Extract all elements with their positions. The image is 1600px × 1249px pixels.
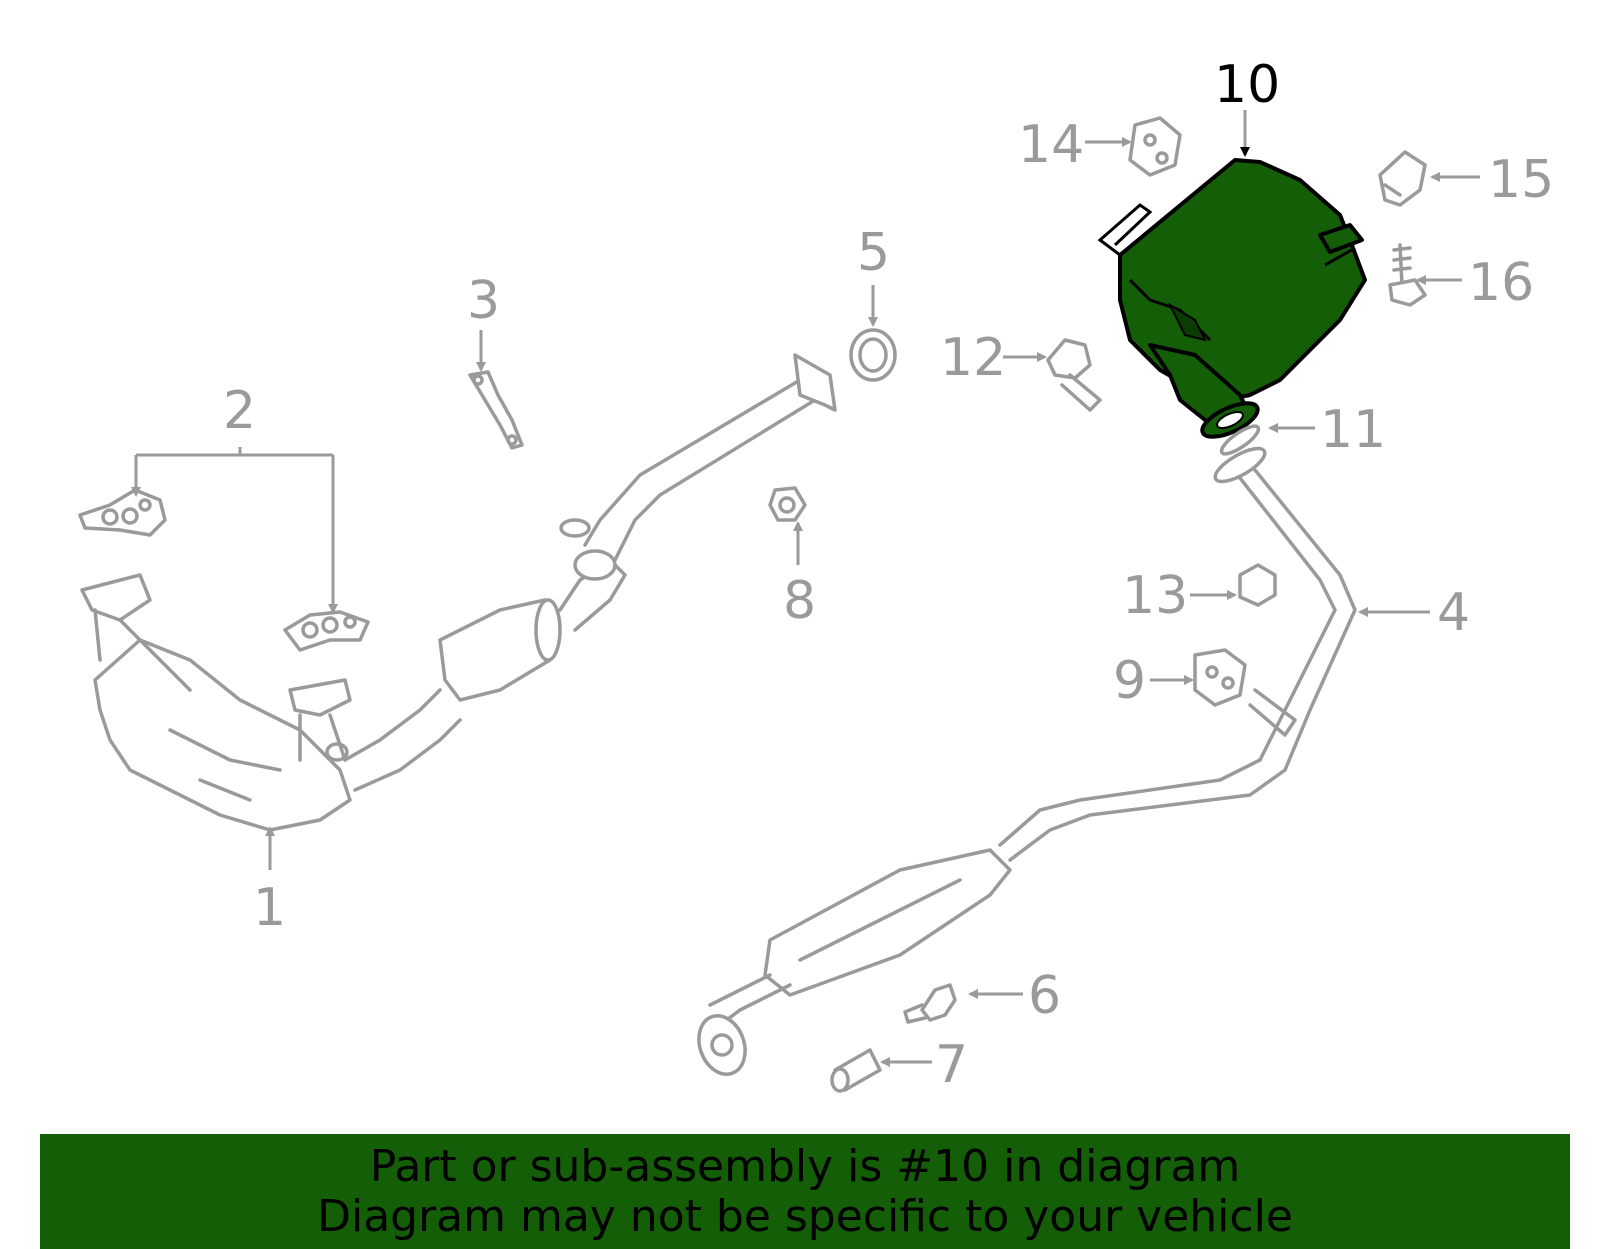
part-14-hanger bbox=[1128, 116, 1182, 177]
banner-line-2: Diagram may not be specific to your vehi… bbox=[317, 1191, 1293, 1242]
part-info-banner: Part or sub-assembly is #10 in diagram D… bbox=[40, 1134, 1570, 1249]
bracket-2 bbox=[134, 447, 335, 612]
part-13-nut bbox=[1238, 563, 1277, 607]
callout-6: 6 bbox=[1028, 966, 1061, 1026]
leader-arrows bbox=[131, 110, 1480, 1067]
callout-4: 4 bbox=[1437, 583, 1470, 643]
callout-14: 14 bbox=[1018, 115, 1084, 175]
callout-13: 13 bbox=[1122, 566, 1188, 626]
callout-12: 12 bbox=[940, 328, 1006, 388]
part-16-bolt bbox=[1388, 243, 1427, 307]
part-9-hanger bbox=[1193, 648, 1247, 707]
callout-15: 15 bbox=[1488, 150, 1554, 210]
part-6-bolt bbox=[903, 983, 957, 1024]
callout-3: 3 bbox=[467, 271, 500, 331]
callout-11: 11 bbox=[1320, 400, 1386, 460]
part-4-center-pipe bbox=[697, 446, 1357, 1076]
part-3-bracket bbox=[468, 370, 524, 450]
banner-line-1: Part or sub-assembly is #10 in diagram bbox=[369, 1141, 1241, 1192]
part-1-manifold-assembly bbox=[80, 353, 837, 832]
callout-5: 5 bbox=[857, 223, 890, 283]
callout-7: 7 bbox=[935, 1035, 968, 1095]
part-15-hanger bbox=[1378, 150, 1427, 207]
callout-9: 9 bbox=[1113, 651, 1146, 711]
part-8-nut bbox=[768, 486, 807, 522]
callout-2: 2 bbox=[223, 381, 256, 441]
callout-10: 10 bbox=[1214, 55, 1280, 115]
part-11-gasket-ring bbox=[1219, 424, 1261, 456]
callout-8: 8 bbox=[783, 571, 816, 631]
part-10-muffler bbox=[1097, 158, 1367, 439]
part-2-gaskets bbox=[78, 488, 370, 652]
callout-1: 1 bbox=[253, 878, 286, 938]
part-7-stud bbox=[830, 1048, 882, 1093]
part-12-bolt bbox=[1046, 338, 1102, 412]
callout-16: 16 bbox=[1468, 253, 1534, 313]
callout-labels: 1 2 3 4 5 6 7 8 9 10 11 12 13 14 15 16 bbox=[223, 55, 1554, 1095]
part-5-ring-gasket bbox=[849, 328, 897, 382]
